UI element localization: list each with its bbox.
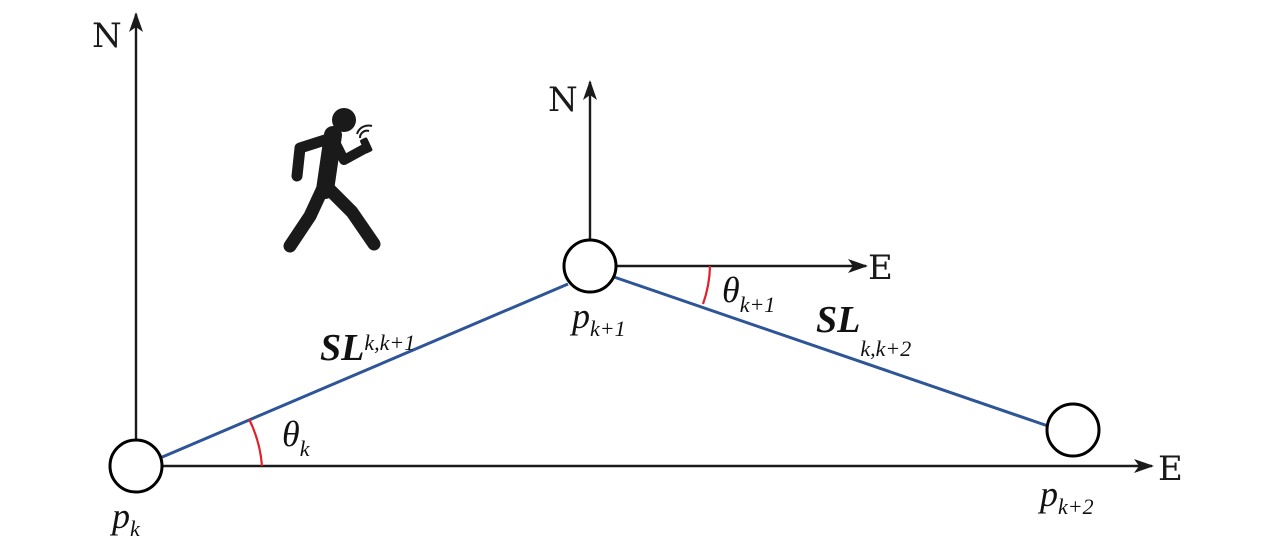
point-pk1 xyxy=(562,238,618,294)
step-segment-2 xyxy=(613,275,1049,428)
mid-east-label: E xyxy=(868,248,893,288)
label-sl2-sub: k,k+2 xyxy=(860,336,911,361)
label-pk1-main: p xyxy=(569,296,590,336)
label-pk1: pk+1 xyxy=(569,296,626,341)
label-theta-k-main: θ xyxy=(282,414,300,454)
label-theta-k1-sub: k+1 xyxy=(740,292,776,317)
label-theta-k-sub: k xyxy=(300,436,311,461)
point-pk2 xyxy=(1045,402,1101,458)
walking-person-with-phone-icon xyxy=(283,108,381,253)
label-pk2-sub: k+2 xyxy=(1058,494,1094,519)
theta-k1-arc xyxy=(701,265,712,305)
label-sl1: SLk,k+1 xyxy=(320,327,415,369)
label-pk-sub: k xyxy=(130,516,141,541)
theta-k-arc xyxy=(248,418,264,467)
step-segment-1 xyxy=(159,282,569,460)
label-sl1-sub: k,k+1 xyxy=(364,330,415,355)
label-pk-main: p xyxy=(109,496,130,536)
label-pk: pk xyxy=(109,496,141,541)
mid-north-label: N xyxy=(548,80,578,120)
label-sl2-main: SL xyxy=(816,299,860,341)
label-theta-k: θk xyxy=(282,414,311,461)
left-east-label: E xyxy=(1158,449,1183,489)
label-theta-k1: θk+1 xyxy=(722,270,775,317)
label-pk2: pk+2 xyxy=(1037,474,1094,519)
left-north-label: N xyxy=(92,16,122,56)
point-pk xyxy=(108,438,164,494)
label-pk2-main: p xyxy=(1037,474,1058,514)
label-sl2: SLk,k+2 xyxy=(816,299,911,361)
label-sl1-main: SL xyxy=(320,327,364,369)
label-theta-k1-main: θ xyxy=(722,270,740,310)
label-pk1-sub: k+1 xyxy=(590,316,626,341)
